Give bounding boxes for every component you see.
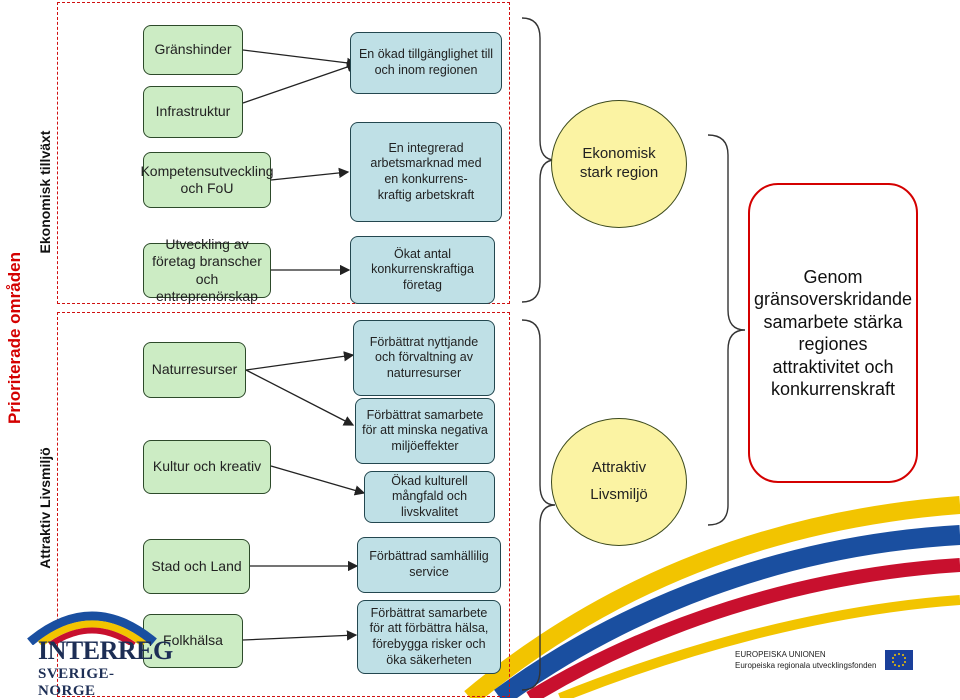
outcome-public-service: Förbättrad samhällilig service: [357, 537, 501, 593]
eu-logo: EUROPEISKA UNIONEN Europeiska regionala …: [735, 648, 915, 678]
eu-flag-icon: [885, 650, 913, 670]
area-infrastructure: Infrastruktur: [143, 86, 243, 138]
outcome-competitive-companies: Ökat antal konkurrenskraftiga företag: [350, 236, 495, 304]
goal-attractive-line1: Attraktiv: [591, 459, 647, 477]
area-border-obstacles: Gränshinder: [143, 25, 243, 75]
overall-goal: Genom gränsoverskridande samarbete stärk…: [748, 183, 918, 483]
outcome-natural-resource-management: Förbättrat nyttjande och förvaltning av …: [353, 320, 495, 396]
area-natural-resources: Naturresurser: [143, 342, 246, 398]
interreg-arch-icon: [27, 611, 157, 645]
goal-economic-region: Ekonomisk stark region: [551, 100, 687, 228]
interreg-logo: INTERREG SVERIGE-NORGE: [22, 600, 173, 699]
outcome-integrated-labour-market: En integrerad arbetsmarknad med en konku…: [350, 122, 502, 222]
outcome-environmental-cooperation: Förbättrat samarbete för att minska nega…: [355, 398, 495, 464]
eu-line1: EUROPEISKA UNIONEN: [735, 650, 826, 659]
goal-attractive-environment: Attraktiv Livsmiljö: [551, 418, 687, 546]
area-culture-creative: Kultur och kreativ: [143, 440, 271, 494]
goal-attractive-line2: Livsmiljö: [590, 486, 648, 503]
interreg-region: SVERIGE-NORGE: [38, 666, 115, 699]
outcome-accessibility: En ökad tillgänglighet till och inom reg…: [350, 32, 502, 94]
area-city-and-country: Stad och Land: [143, 539, 250, 594]
area-competence-development: Kompetensutveckling och FoU: [140, 152, 274, 208]
attractive-environment-frame: [57, 312, 510, 697]
outcome-cultural-diversity: Ökad kulturell mångfald och livskvalitet: [364, 471, 495, 523]
outcome-health-cooperation: Förbättrat samarbete för att förbättra h…: [357, 600, 501, 674]
area-business-development: Utveckling av företag branscher och entr…: [143, 236, 271, 304]
interreg-brand: INTERREG: [38, 636, 173, 665]
eu-line2: Europeiska regionala utvecklingsfonden: [735, 661, 877, 670]
economic-growth-frame: [57, 2, 510, 304]
